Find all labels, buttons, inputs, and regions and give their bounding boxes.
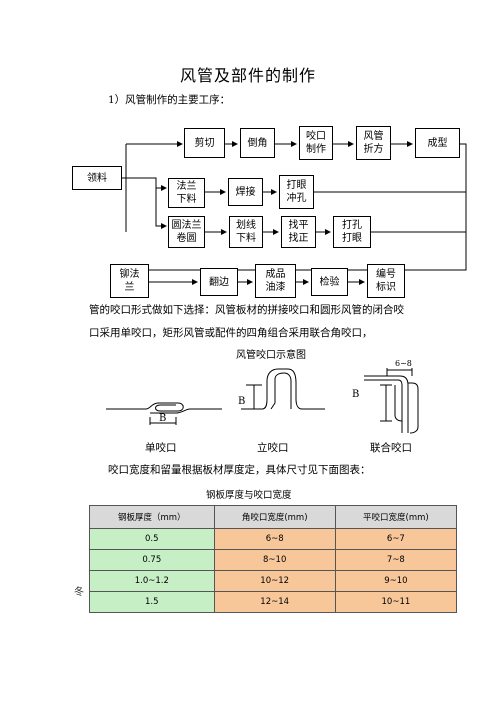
standing-seam-shape [241,368,325,410]
margin-character: 冬 [74,587,84,598]
flow-step: 咬口 制作 [299,126,333,160]
seam-caption: 立咬口 [257,442,289,454]
paragraph: 口采用单咬口，矩形风管或配件的四角组合采用联合角咬口， [89,327,373,339]
table-cell: 10~12 [213,570,336,592]
flow-step: 铆法 兰 [110,264,149,298]
flow-step: 剪切 [184,128,225,158]
seam-dim-label: B [238,396,246,407]
flow-step: 翻边 [200,268,238,296]
section-heading: 1）风管制作的主要工序： [108,94,231,106]
flow-step: 法兰 下料 [168,178,205,208]
flow-step: 找平 找正 [281,216,316,248]
table-cell: 0.5 [89,528,215,550]
column-header: 角咬口宽度(mm) [213,505,336,529]
flow-step: 倒角 [240,128,275,158]
column-header: 平咬口宽度(mm) [334,505,458,529]
flow-step-start: 领料 [72,166,122,190]
table-row: 0.5 6~8 6~7 [89,528,458,550]
table-cell: 6~8 [213,528,336,550]
paragraph: 管的咬口形式做如下选择：风管板材的拼接咬口和圆形风管的闭合咬 [89,304,404,316]
table-cell: 1.0~1.2 [89,570,215,592]
page-title: 风管及部件的制作 [179,66,316,85]
table-row: 1.5 12~14 10~11 [89,591,458,613]
paragraph: 咬口宽度和留量根据板材厚度定，具体尺寸见下面图表： [108,464,371,476]
table-cell: 10~11 [334,591,458,613]
flow-step: 打孔 打眼 [333,216,371,248]
table-cell: 0.75 [89,549,215,571]
table-title: 钢板厚度与咬口宽度 [206,490,292,501]
seam-caption: 联合咬口 [370,442,412,454]
table-cell: 12~14 [213,591,336,613]
table-cell: 1.5 [89,591,215,613]
table-cell: 9~10 [334,570,458,592]
single-seam-shape [106,402,184,412]
table-cell: 6~7 [334,528,458,550]
table-row: 0.75 8~10 7~8 [89,549,458,571]
column-header: 钢板厚度（mm） [89,505,215,529]
seam-dim-label: B [159,413,167,424]
flow-step: 编号 标识 [367,264,405,298]
flow-step: 打眼 冲孔 [279,175,314,209]
seam-diagram [106,368,419,434]
seam-dim-label: 6~8 [395,359,412,368]
flow-step: 检验 [311,268,348,296]
flow-step: 成品 油漆 [255,264,296,298]
flow-step: 焊接 [228,178,263,206]
table-header-row: 钢板厚度（mm） 角咬口宽度(mm) 平咬口宽度(mm) [89,505,458,529]
table-row: 1.0~1.2 10~12 9~10 [89,570,458,592]
flow-step: 风管 折方 [356,126,391,160]
flow-step: 圆法兰 卷圆 [168,216,205,248]
flow-step: 成型 [415,128,460,158]
seam-caption: 单咬口 [145,442,177,454]
table-cell: 7~8 [334,549,458,571]
table-cell: 8~10 [213,549,336,571]
flow-step: 划线 下料 [229,216,263,248]
combo-seam-shape [364,375,409,433]
seam-dim-label: B [352,389,360,400]
seam-width-table: 钢板厚度（mm） 角咬口宽度(mm) 平咬口宽度(mm) 0.5 6~8 6~7… [89,505,458,613]
diagram-title: 风管咬口示意图 [236,350,306,361]
